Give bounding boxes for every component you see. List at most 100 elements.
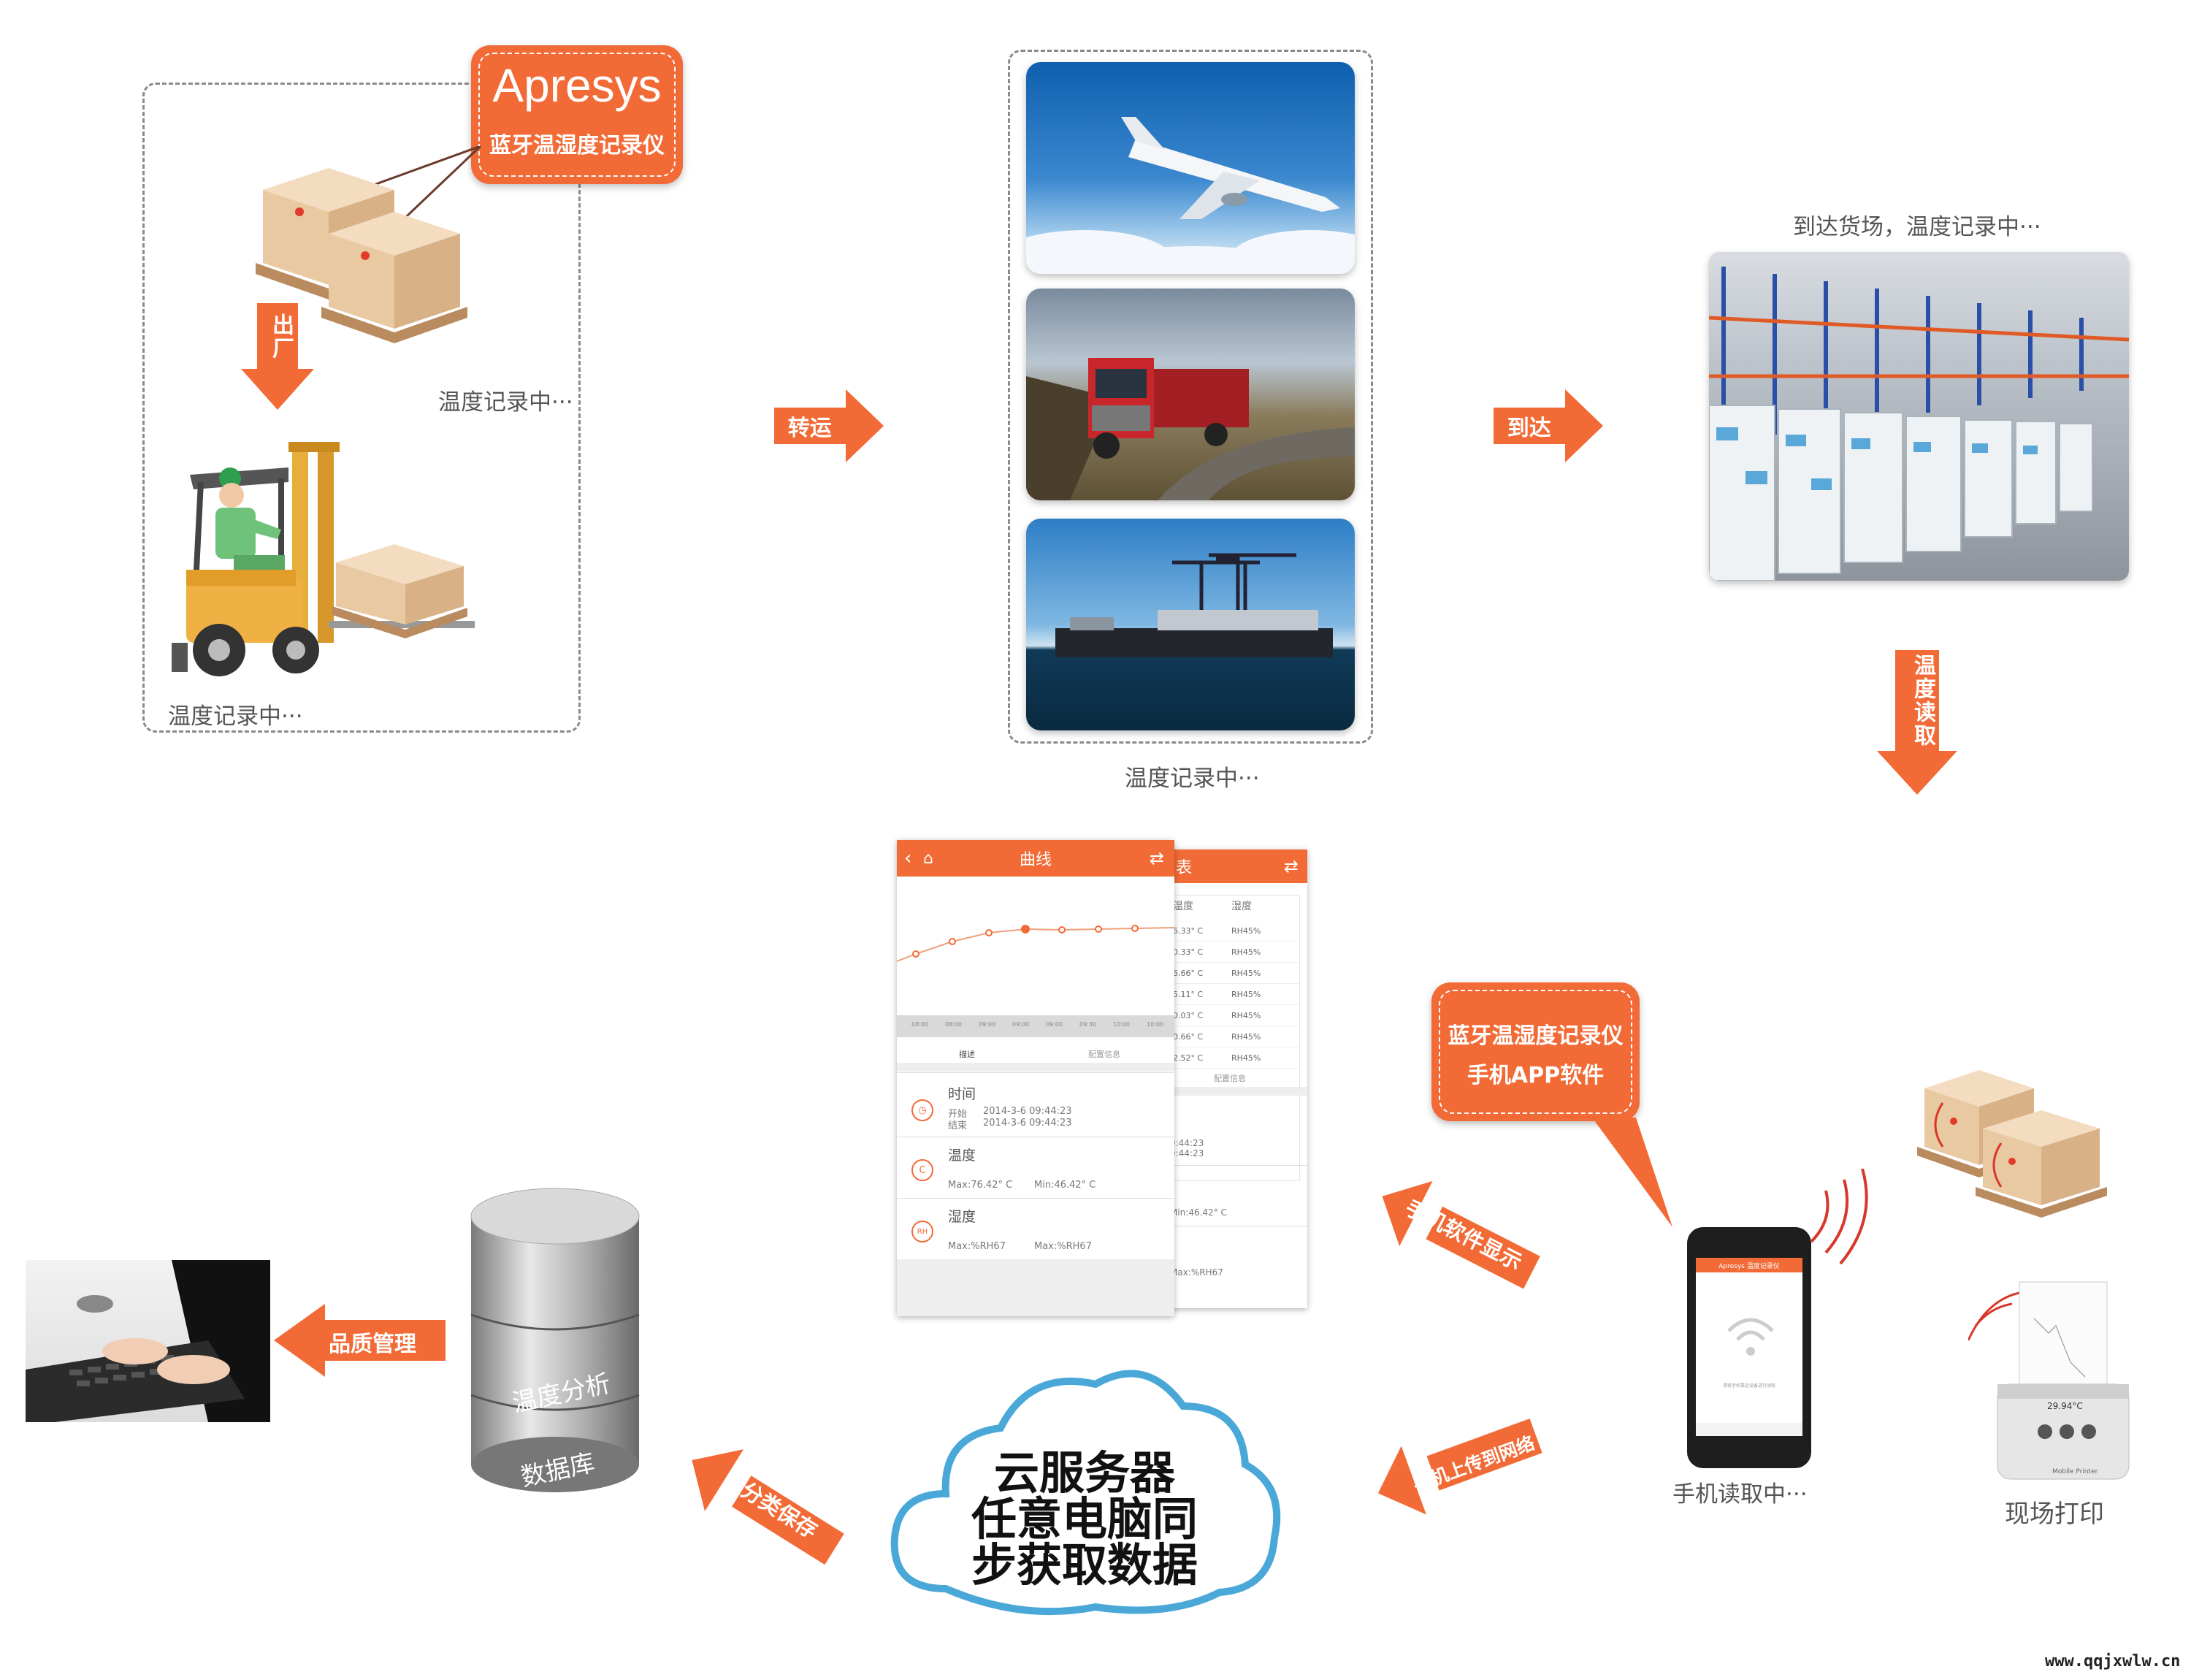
app-table-tab[interactable]: 配置信息 [1214, 1074, 1246, 1083]
table-row: 6.66° C RH45% [1173, 963, 1299, 984]
factory-box [142, 83, 581, 733]
table-cell-temp: 2.52° C [1173, 1053, 1204, 1063]
recording-caption-2: 温度记录中··· [168, 703, 303, 730]
app-table-time2: 9:44:23 [1170, 1148, 1204, 1158]
app-callout-line2: 手机APP软件 [1467, 1063, 1605, 1088]
x-tick-label: 09:00 [1012, 1021, 1030, 1028]
brand-name: Apresys [492, 59, 662, 112]
forklift-illustration [172, 442, 475, 676]
brand-product: 蓝牙温湿度记录仪 [489, 133, 665, 159]
table-cell-temp: 0.66° C [1173, 1032, 1204, 1042]
app-curve-title: 曲线 [1019, 851, 1052, 869]
swap-icon[interactable]: ⇄ [1283, 856, 1299, 877]
time-start-label: 开始 [948, 1109, 968, 1120]
table-cell-hum: RH45% [1231, 1053, 1261, 1063]
clock-icon: ◷ [911, 1099, 933, 1121]
swap-icon[interactable]: ⇄ [1149, 848, 1164, 868]
arrow-arrive: 到达 [1494, 389, 1603, 462]
table-cell-temp: 0.33° C [1173, 947, 1204, 957]
table-cell-hum: RH45% [1231, 926, 1261, 936]
x-tick-label: 09:30 [1079, 1021, 1097, 1028]
col-hum-header: 湿度 [1231, 901, 1252, 912]
time-block: ◷ 时间 开始 2014-3-6 09:44:23 结束 2014-3-6 09… [897, 1072, 1174, 1137]
brand-callout: Apresys 蓝牙温湿度记录仪 [471, 45, 683, 184]
watermark: www.qqjxwlw.cn [2045, 1652, 2181, 1671]
back-chevron-icon[interactable]: ‹ [904, 847, 912, 869]
curve-point [1021, 925, 1030, 933]
table-cell-temp: 0.03° C [1173, 1011, 1204, 1020]
curve-point [949, 938, 956, 945]
table-row: 5.11° C RH45% [1173, 984, 1299, 1005]
app-table-time1: 9:44:23 [1170, 1138, 1204, 1148]
temp-max: Max:76.42° C [948, 1180, 1013, 1191]
arrow-transit-label: 转运 [787, 416, 832, 441]
smartphone: Apresys 温度记录仪 请将手机靠近设备进行读取 [1687, 1227, 1811, 1468]
tab-describe[interactable]: 描述 [959, 1050, 975, 1059]
temp-block: C 温度 Max:76.42° C Min:46.42° C [897, 1137, 1174, 1199]
truck-photo [1026, 289, 1355, 500]
table-cell-hum: RH45% [1231, 990, 1261, 999]
tab-config[interactable]: 配置信息 [1088, 1050, 1120, 1059]
table-row: 0.33° C RH45% [1173, 942, 1299, 963]
time-end-label: 结束 [948, 1120, 968, 1131]
cloud-server-icon [890, 1370, 1281, 1616]
table-row: 0.66° C RH45% [1173, 1026, 1299, 1047]
table-cell-temp: 5.11° C [1173, 990, 1204, 999]
app-callout-pointer [1592, 1118, 1672, 1227]
temp-title: 温度 [948, 1148, 976, 1164]
phone-reading-caption: 手机读取中··· [1672, 1481, 1808, 1508]
x-tick-label: 08:00 [911, 1021, 929, 1028]
curve-point [1058, 926, 1066, 933]
phone-signal-waves [1810, 1169, 1868, 1265]
arrow-leave-factory-label: 出厂 [268, 313, 294, 360]
printer-value: 29.94°C [2047, 1401, 2083, 1411]
onsite-print-caption: 现场打印 [2005, 1500, 2104, 1529]
time-end: 2014-3-6 09:44:23 [983, 1118, 1072, 1129]
arrow-arrive-label: 到达 [1507, 416, 1551, 441]
cloud-line1: 云服务器 [993, 1446, 1175, 1500]
app-callout: 蓝牙温湿度记录仪 手机APP软件 [1431, 982, 1640, 1121]
arrow-temp-read: 温度读取 [1877, 650, 1957, 796]
hum-max: Max:%RH67 [948, 1241, 1006, 1252]
col-temp-header: 温度 [1173, 901, 1193, 912]
arrow-leave-factory: 出厂 [241, 303, 314, 413]
ship-photo [1026, 519, 1355, 730]
database-icon [470, 1188, 640, 1492]
table-cell-hum: RH45% [1231, 947, 1261, 957]
airplane-photo [1026, 62, 1355, 274]
arrow-temp-read-label: 温度读取 [1910, 654, 1935, 747]
recording-caption-1: 温度记录中··· [438, 389, 573, 416]
arrow-quality-mgmt-label: 品质管理 [329, 1332, 416, 1357]
curve-point [1131, 925, 1139, 932]
curve-chart [897, 925, 1174, 962]
x-tick-label: 09:00 [1046, 1021, 1063, 1028]
time-start: 2014-3-6 09:44:23 [983, 1106, 1072, 1117]
cargo-boxes-illustration [256, 146, 482, 343]
transport-box [1008, 50, 1373, 744]
curve-line [897, 927, 1174, 962]
x-tick-label: 09:00 [979, 1021, 996, 1028]
temp-icon: C [911, 1159, 933, 1181]
keyboard-typing-photo [26, 1260, 270, 1422]
table-row: 6.33° C RH45% [1173, 920, 1299, 942]
app-table-hum: Max:%RH67 [1170, 1267, 1223, 1278]
warehouse-caption: 到达货场，温度记录中··· [1793, 214, 2041, 240]
mobile-printer [1968, 1281, 2130, 1480]
table-cell-hum: RH45% [1231, 969, 1261, 978]
arrow-quality-mgmt: 品质管理 [274, 1304, 446, 1377]
app-table-title: 表 [1176, 859, 1193, 877]
table-cell-hum: RH45% [1231, 1032, 1261, 1042]
hum-title: 湿度 [948, 1209, 976, 1225]
table-cell-temp: 6.33° C [1173, 926, 1204, 936]
phone-app-title: Apresys 温度记录仪 [1718, 1263, 1780, 1270]
table-row: 2.52° C RH45% [1173, 1047, 1299, 1069]
home-icon[interactable]: ⌂ [923, 849, 933, 868]
x-tick-label: 10:00 [1147, 1021, 1164, 1028]
x-tick-label: 10:00 [1113, 1021, 1131, 1028]
hum-block: RH 湿度 Max:%RH67 Max:%RH67 [897, 1198, 1174, 1260]
table-cell-temp: 6.66° C [1173, 969, 1204, 978]
